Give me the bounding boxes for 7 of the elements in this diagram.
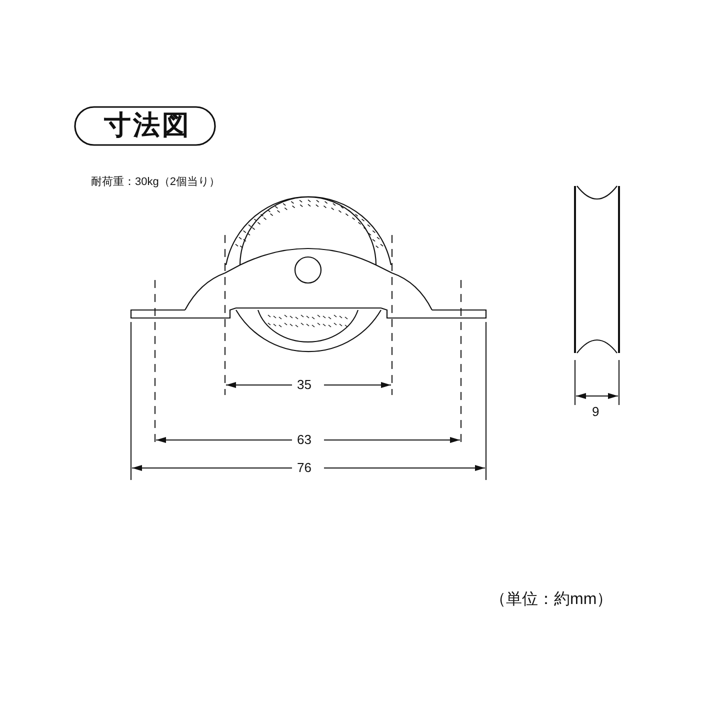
- dimension-value: 9: [592, 405, 600, 418]
- dimension-value: 63: [297, 433, 312, 446]
- title: 寸法図: [104, 112, 191, 139]
- load-capacity-note: 耐荷重：30kg（2個当り）: [91, 177, 220, 188]
- unit-note: （単位：約mm）: [490, 592, 613, 608]
- dimension-value: 35: [297, 378, 312, 391]
- dimension-value: 76: [297, 461, 312, 474]
